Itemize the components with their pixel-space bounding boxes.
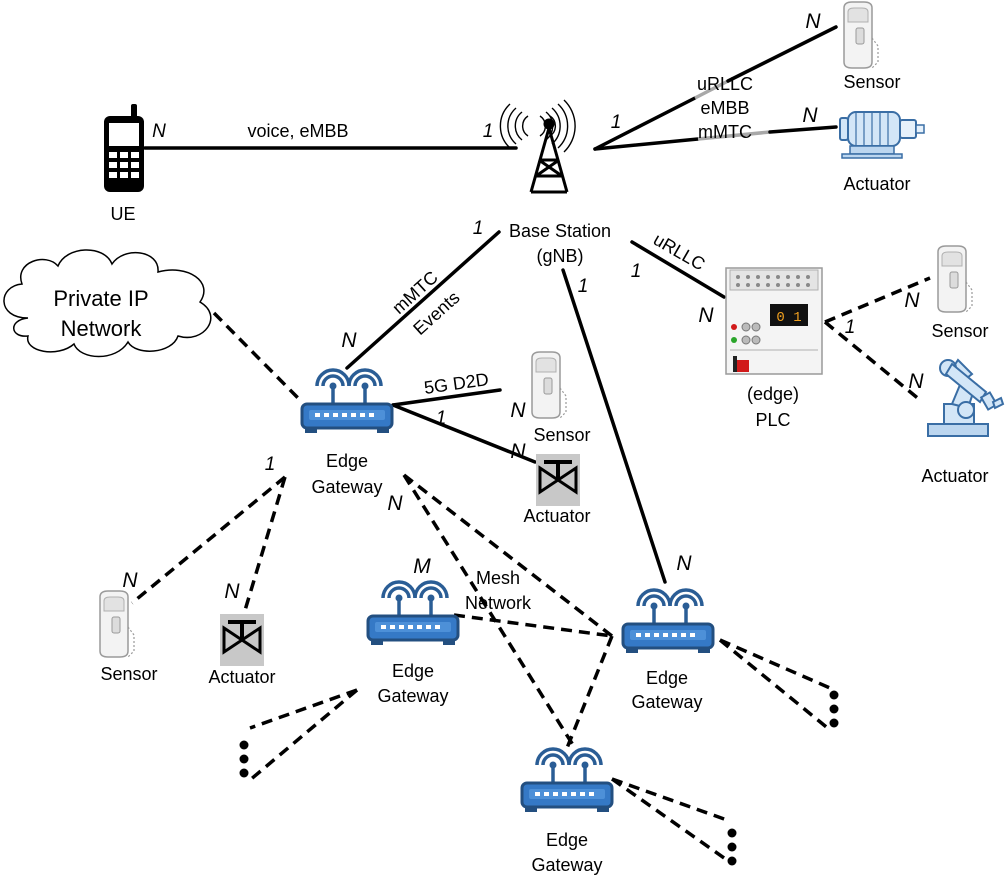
sensor-top-label: Sensor — [843, 72, 900, 92]
plc-icon: 0 1 — [725, 267, 823, 375]
card-sensor-plc: N — [904, 289, 920, 312]
sensor-plc-label: Sensor — [931, 321, 988, 341]
card-bs-plc: 1 — [631, 261, 642, 282]
card-gw-mesh: N — [387, 492, 403, 515]
valve-icon — [534, 452, 582, 508]
base-station-label: Base Station — [509, 221, 611, 241]
actuator-d2d-label: Actuator — [523, 506, 590, 526]
base-station-sublabel: (gNB) — [536, 246, 583, 266]
card-gw-mid: M — [413, 555, 431, 578]
sensor-icon — [937, 245, 973, 313]
antenna-icon — [499, 99, 576, 194]
gateway-main-label: Edge — [326, 451, 368, 471]
cloud-icon — [3, 249, 212, 358]
valve-icon — [218, 612, 266, 668]
card-actuator-top: N — [802, 104, 818, 127]
actuator-plc-label: Actuator — [921, 466, 988, 486]
actuator-left-label: Actuator — [208, 667, 275, 687]
sensor-left-label: Sensor — [100, 664, 157, 684]
mesh-sublabel: Network — [465, 593, 532, 613]
plc-sublabel: PLC — [755, 410, 790, 430]
robot-arm-icon — [927, 358, 1005, 437]
actuator-top-label: Actuator — [843, 174, 910, 194]
cloud-sublabel: Network — [61, 316, 143, 341]
card-bs-ue: 1 — [483, 121, 494, 142]
card-bs-gw-right: 1 — [578, 276, 589, 297]
plc-display: 0 1 — [776, 310, 801, 326]
card-sensor-left: N — [122, 569, 138, 592]
gateway-mid-label: Edge — [392, 661, 434, 681]
sensor-icon — [531, 351, 567, 419]
link-embb-label: eMBB — [700, 98, 749, 118]
router-icon — [300, 368, 394, 435]
gateway-main-sublabel: Gateway — [311, 477, 382, 497]
phone-icon — [104, 104, 144, 192]
router-icon — [520, 747, 614, 814]
gateway-right-sublabel: Gateway — [631, 692, 702, 712]
card-ue: N — [152, 121, 166, 142]
card-actuator-left: N — [224, 580, 240, 603]
card-gw-d2d: 1 — [436, 408, 447, 429]
card-plc-devices: 1 — [845, 317, 856, 338]
router-icon — [621, 588, 715, 655]
mesh-label: Mesh — [476, 568, 520, 588]
card-bs-devices: 1 — [611, 112, 622, 133]
plc-label: (edge) — [747, 384, 799, 404]
sensor-d2d-label: Sensor — [533, 425, 590, 445]
card-sensor-d2d: N — [510, 399, 526, 422]
card-sensor-top: N — [805, 10, 821, 33]
card-gw-left: 1 — [265, 454, 276, 475]
cloud-label: Private IP — [53, 286, 148, 311]
more-devices-dots — [239, 690, 839, 866]
actuator-icon — [839, 111, 925, 159]
card-actuator-plc: N — [908, 370, 924, 393]
link-mmtc-label: mMTC — [698, 122, 752, 142]
gateway-bottom-sublabel: Gateway — [531, 855, 602, 875]
card-gateway-bs: N — [341, 329, 357, 352]
link-ue-bs-label: voice, eMBB — [247, 121, 348, 141]
card-bs-gateway: 1 — [473, 218, 484, 239]
link-bs-plc-label: uRLLC — [650, 229, 709, 274]
gateway-mid-sublabel: Gateway — [377, 686, 448, 706]
card-actuator-d2d: N — [510, 440, 526, 463]
link-urllc-label: uRLLC — [697, 74, 753, 94]
card-gw-right: N — [676, 552, 692, 575]
sensor-icon — [99, 590, 135, 658]
gateway-right-label: Edge — [646, 668, 688, 688]
gateway-bottom-label: Edge — [546, 830, 588, 850]
sensor-icon — [843, 1, 879, 69]
ue-label: UE — [110, 204, 135, 224]
card-plc-bs: N — [698, 304, 714, 327]
router-icon — [366, 580, 460, 647]
